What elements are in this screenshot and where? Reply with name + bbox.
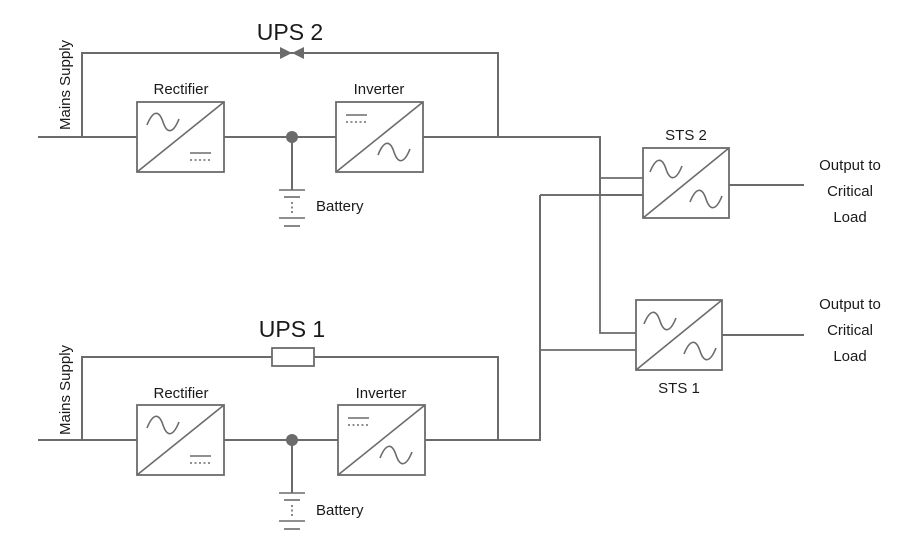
ups2-output-to-sts1-line — [423, 136, 643, 196]
ac-wave-icon — [146, 415, 180, 435]
ups1-rectifier-label: Rectifier — [153, 385, 208, 402]
ups2-battery: Battery — [279, 137, 364, 227]
ac-wave-icon — [643, 311, 677, 331]
ups1-title: UPS 1 — [259, 316, 325, 342]
ups2-battery-label: Battery — [316, 198, 364, 215]
sts1-output-label-line1: Output to — [819, 296, 881, 313]
ups1-battery-label: Battery — [316, 502, 364, 519]
battery-icon — [279, 189, 305, 227]
sts1-switch: STS 1 Output to Critical Load — [635, 296, 881, 397]
ups2-inverter-label: Inverter — [354, 81, 405, 98]
sts2-output-label-line1: Output to — [819, 157, 881, 174]
ups1-output-bus-line — [425, 195, 541, 441]
dc-icon — [346, 114, 367, 123]
ac-wave-icon — [146, 112, 180, 132]
dc-icon — [190, 152, 211, 161]
ups2-title: UPS 2 — [257, 19, 323, 45]
ups1-mains-supply-label: Mains Supply — [57, 344, 74, 435]
sts1-output-label-line3: Load — [833, 348, 866, 365]
ups2-rectifier-label: Rectifier — [153, 81, 208, 98]
sts2-output-label-line2: Critical — [827, 183, 873, 200]
sts2-label: STS 2 — [665, 127, 707, 144]
sts1-label: STS 1 — [658, 380, 700, 397]
ups2-rectifier: Rectifier — [136, 81, 225, 173]
ac-wave-icon — [689, 189, 723, 209]
ups1-battery: Battery — [279, 440, 364, 530]
ups2-system: UPS 2 Mains Supply Rectifier — [38, 19, 643, 227]
sts2-switch: STS 2 Output to Critical Load — [642, 127, 881, 226]
sts2-output-label-line3: Load — [833, 209, 866, 226]
ac-wave-icon — [683, 341, 717, 361]
sts1-output-label-line2: Critical — [827, 322, 873, 339]
ups1-system: UPS 1 Mains Supply Rectifier — [38, 195, 541, 530]
transfer-wiring — [540, 177, 643, 351]
dc-icon — [348, 417, 369, 426]
ac-wave-icon — [377, 142, 411, 162]
ups2-mains-supply-label: Mains Supply — [57, 39, 74, 130]
battery-icon — [279, 492, 305, 530]
ups1-rectifier: Rectifier — [136, 385, 225, 476]
dc-icon — [190, 455, 211, 464]
ups1-inverter-label: Inverter — [356, 385, 407, 402]
ups2-to-sts1-line — [599, 195, 636, 334]
ups1-bypass-resistor — [271, 347, 315, 367]
ac-wave-icon — [649, 159, 683, 179]
ups2-bypass-switch-icon — [280, 47, 304, 59]
ac-wave-icon — [379, 445, 413, 465]
ups1-inverter: Inverter — [337, 385, 426, 476]
ups2-inverter: Inverter — [335, 81, 424, 173]
